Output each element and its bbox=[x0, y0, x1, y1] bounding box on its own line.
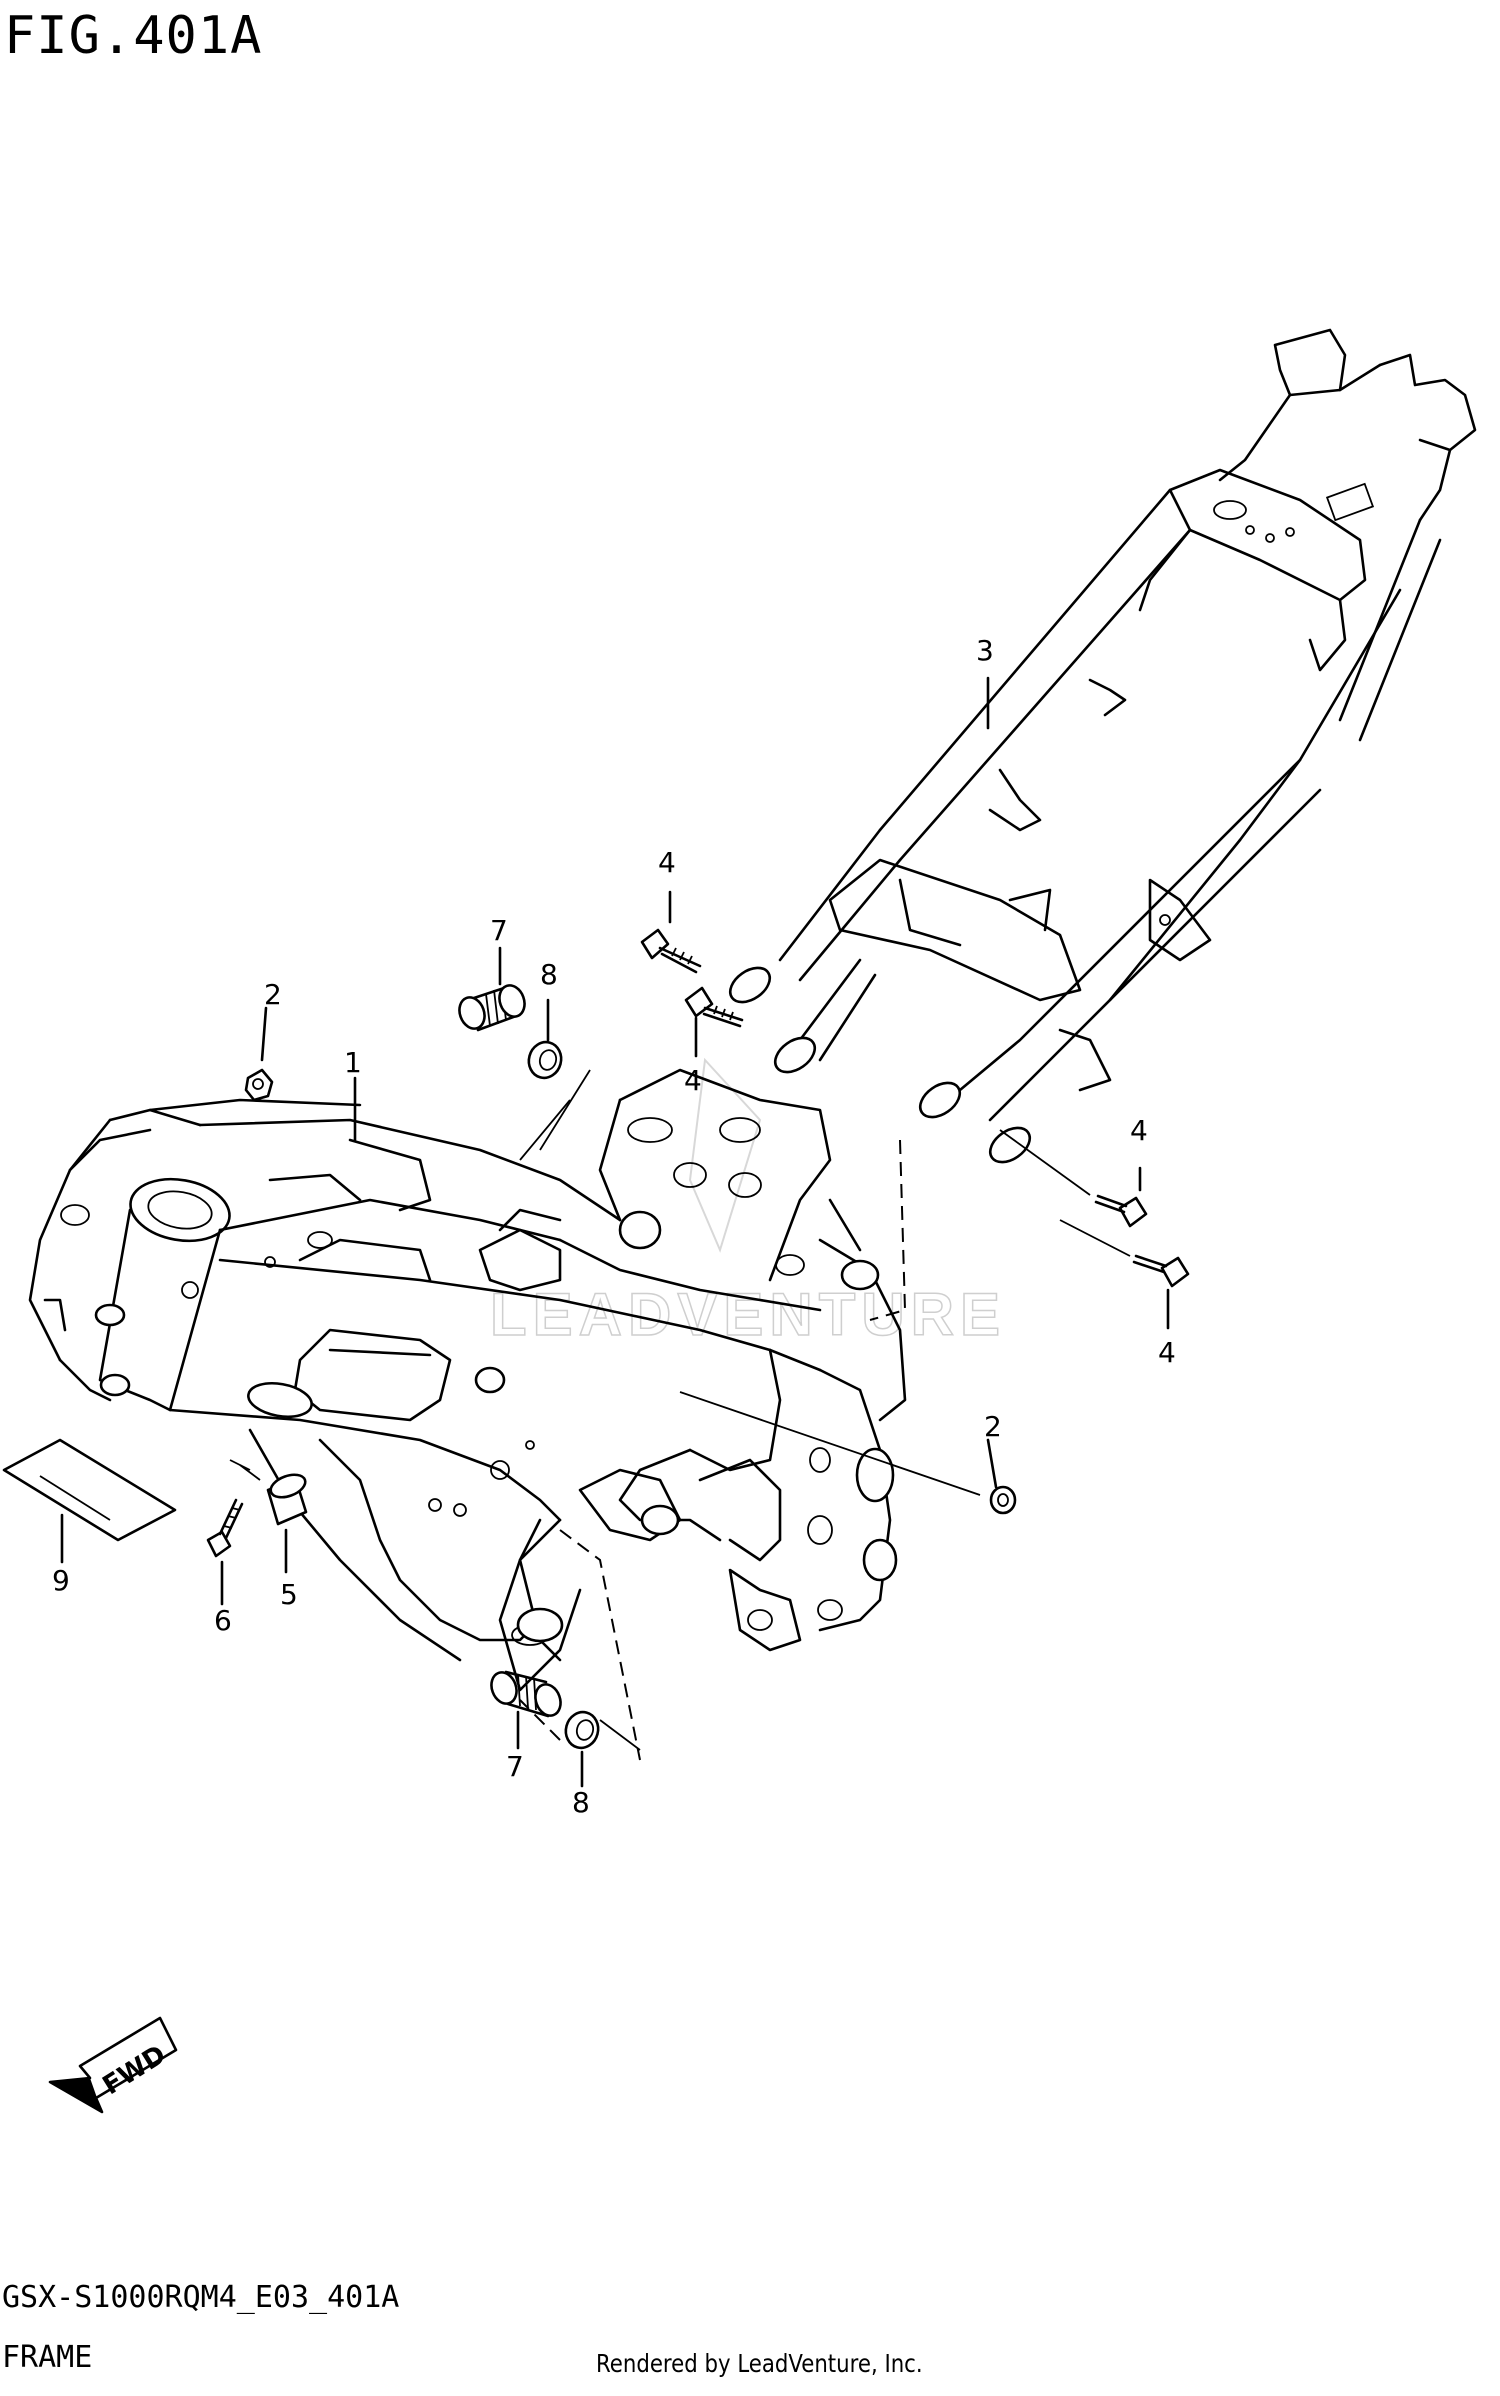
collar-part-8-upper bbox=[527, 998, 591, 1151]
callout-6: 6 bbox=[214, 1604, 232, 1637]
figure-title: FIG.401A bbox=[4, 6, 263, 66]
callout-4-a: 4 bbox=[658, 846, 676, 879]
callout-4-c: 4 bbox=[1130, 1114, 1148, 1147]
bolt-part-6 bbox=[206, 1498, 244, 1606]
assembly-leader-lines bbox=[229, 1099, 907, 1761]
callout-3: 3 bbox=[976, 634, 994, 667]
callout-1: 1 bbox=[344, 1046, 362, 1079]
bush-part-5 bbox=[239, 1464, 308, 1574]
model-code: GSX-S1000RQM4_E03_401A bbox=[2, 2280, 400, 2315]
bolt-part-4-b bbox=[684, 986, 744, 1058]
svg-text:LEADVENTURE: LEADVENTURE bbox=[490, 1281, 1006, 1348]
damper-part-7-upper bbox=[458, 946, 526, 1032]
collar-part-8-lower bbox=[564, 1710, 641, 1788]
callout-8-upper: 8 bbox=[540, 958, 558, 991]
plate-part-9 bbox=[2, 1438, 177, 1564]
callout-leader-lines bbox=[353, 676, 990, 1142]
clip-part-2-upper bbox=[244, 1006, 274, 1102]
callout-9: 9 bbox=[52, 1564, 70, 1597]
bolt-part-4-c bbox=[999, 1129, 1148, 1228]
section-name: FRAME bbox=[2, 2340, 93, 2375]
callout-7-lower: 7 bbox=[506, 1750, 524, 1783]
seat-rail-subframe bbox=[728, 328, 1477, 1164]
callout-7-upper: 7 bbox=[490, 914, 508, 947]
render-credit: Rendered by LeadVenture, Inc. bbox=[596, 2349, 923, 2378]
callout-2-upper: 2 bbox=[264, 978, 282, 1011]
fwd-arrow-icon: FWD bbox=[48, 2016, 178, 2114]
leadventure-watermark: LEADVENTURE bbox=[489, 1057, 1006, 1349]
callout-4-d: 4 bbox=[1158, 1336, 1176, 1369]
main-frame bbox=[28, 1068, 907, 1692]
callout-4-b: 4 bbox=[684, 1064, 702, 1097]
callout-8-lower: 8 bbox=[572, 1786, 590, 1819]
bolt-part-4-a bbox=[640, 890, 702, 974]
clip-part-2-lower bbox=[679, 1391, 1017, 1515]
bolt-part-4-d bbox=[1059, 1219, 1190, 1330]
callout-2-lower: 2 bbox=[984, 1410, 1002, 1443]
callout-5: 5 bbox=[280, 1578, 298, 1611]
callout-labels: 1 2 2 3 4 4 4 4 5 6 7 7 8 8 9 bbox=[52, 634, 1176, 1819]
damper-part-7-lower bbox=[490, 1670, 562, 1750]
